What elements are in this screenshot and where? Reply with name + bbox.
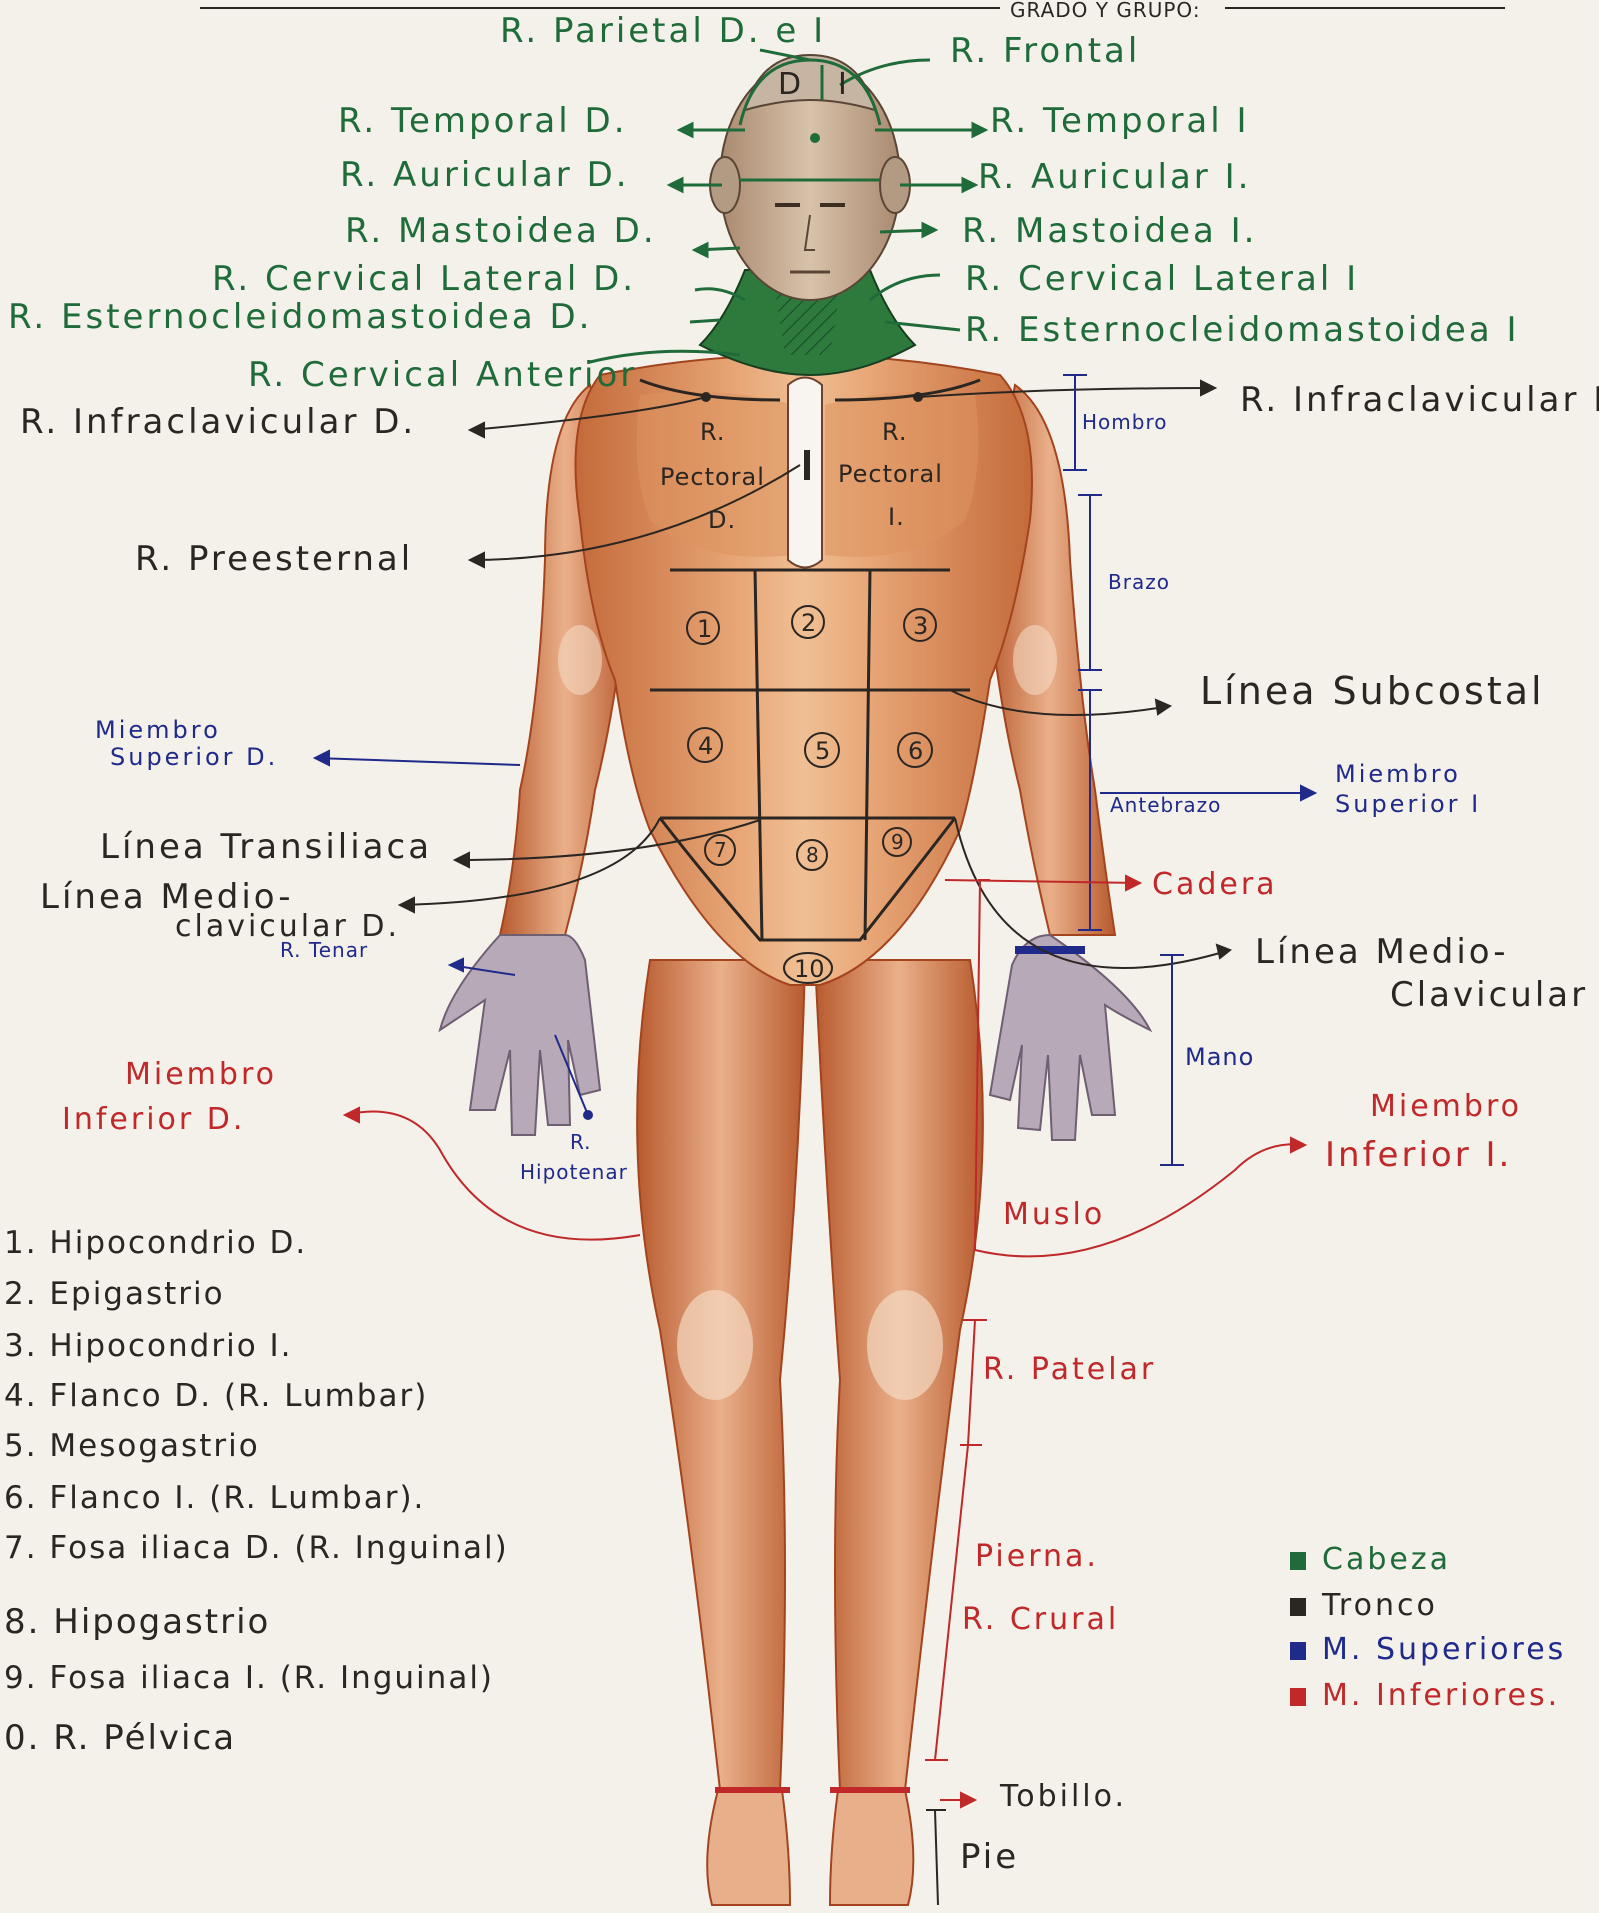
label-medioclavicular-i-1: Línea Medio- [1255, 935, 1508, 969]
legend-label-superiores: M. Superiores [1322, 1635, 1566, 1665]
label-miembro-inferior-d-1: Miembro [125, 1060, 277, 1090]
preesternal-mark [804, 450, 810, 480]
label-mastoidea-i: R. Mastoidea I. [962, 214, 1257, 248]
label-cervical-lateral-i: R. Cervical Lateral I [965, 262, 1359, 296]
left-foot [830, 1790, 913, 1905]
list-item: 2. Epigastrio [4, 1276, 225, 1312]
right-elbow [558, 625, 602, 695]
region-number-7: 7 [714, 840, 727, 860]
region-number-4: 4 [698, 734, 713, 758]
label-pectoral-i-2: Pectoral [838, 462, 943, 486]
label-auricular-d: R. Auricular D. [340, 158, 630, 192]
label-parietal: R. Parietal D. e I [500, 14, 826, 48]
list-item: 3. Hipocondrio I. [4, 1328, 293, 1364]
label-linea-subcostal: Línea Subcostal [1200, 672, 1545, 710]
legend-swatch-superiores [1290, 1642, 1306, 1660]
label-miembro-superior-d-1: Miembro [95, 718, 221, 742]
foot-bracket [926, 1810, 946, 1905]
region-number-5: 5 [815, 739, 830, 763]
label-pectoral-d-1: R. [700, 420, 725, 444]
label-mano: Mano [1185, 1045, 1254, 1069]
label-cervical-anterior: R. Cervical Anterior [248, 358, 637, 392]
label-linea-transiliaca: Línea Transiliaca [100, 830, 432, 864]
region-number-8: 8 [806, 845, 819, 865]
label-pie: Pie [960, 1840, 1019, 1874]
list-item: 7. Fosa iliaca D. (R. Inguinal) [4, 1530, 509, 1566]
label-muslo: Muslo [1003, 1200, 1105, 1230]
label-frontal: R. Frontal [950, 34, 1140, 68]
label-miembro-superior-i-2: Superior I [1335, 792, 1481, 816]
region-number-2: 2 [801, 611, 816, 635]
label-cadera: Cadera [1152, 870, 1278, 900]
region-number-10: 10 [794, 957, 825, 981]
legend-swatch-tronco [1290, 1598, 1306, 1616]
label-temporal-i: R. Temporal I [990, 104, 1250, 138]
region-number-1: 1 [697, 617, 712, 641]
list-item: 8. Hipogastrio [4, 1602, 270, 1642]
label-pierna: Pierna. [975, 1542, 1099, 1572]
label-pectoral-i-1: R. [882, 420, 907, 444]
label-ecm-d: R. Esternocleidomastoidea D. [8, 300, 592, 334]
left-knee [867, 1290, 943, 1400]
list-item: 1. Hipocondrio D. [4, 1225, 307, 1261]
label-antebrazo: Antebrazo [1110, 795, 1221, 815]
label-pectoral-d-3: D. [708, 508, 736, 532]
label-miembro-inferior-i-1: Miembro [1370, 1092, 1522, 1122]
label-temporal-d: R. Temporal D. [338, 104, 628, 138]
list-item: 4. Flanco D. (R. Lumbar) [4, 1378, 428, 1414]
label-pectoral-i-3: I. [888, 505, 905, 529]
frontal-dot [810, 133, 820, 143]
region-number-6: 6 [908, 739, 923, 763]
right-knee [677, 1290, 753, 1400]
legend-label-tronco: Tronco [1322, 1591, 1438, 1621]
legend-swatch-cabeza [1290, 1552, 1306, 1570]
label-patelar: R. Patelar [983, 1355, 1156, 1385]
label-infraclavicular-d: R. Infraclavicular D. [20, 405, 416, 439]
list-item: 9. Fosa iliaca I. (R. Inguinal) [4, 1660, 494, 1696]
list-item: 6. Flanco I. (R. Lumbar). [4, 1480, 425, 1516]
label-head-d: D [778, 70, 801, 100]
left-hand [990, 935, 1150, 1140]
label-ecm-i: R. Esternocleidomastoidea I [965, 313, 1520, 347]
label-infraclavicular-i: R. Infraclavicular I [1240, 383, 1599, 417]
label-auricular-i: R. Auricular I. [978, 160, 1251, 194]
label-tenar: R. Tenar [280, 940, 368, 960]
right-foot [707, 1790, 790, 1905]
label-miembro-inferior-d-2: Inferior D. [62, 1105, 245, 1135]
label-hombro: Hombro [1082, 412, 1167, 432]
label-hipotenar-2: Hipotenar [520, 1162, 628, 1182]
label-cervical-lateral-d: R. Cervical Lateral D. [212, 262, 636, 296]
label-preesternal: R. Preesternal [135, 542, 413, 576]
label-medioclavicular-i-2: Clavicular I. [1390, 978, 1599, 1012]
list-item: 0. R. Pélvica [4, 1718, 236, 1758]
header-field-label: GRADO Y GRUPO: [1010, 0, 1201, 20]
label-mastoidea-d: R. Mastoidea D. [345, 214, 657, 248]
region-number-3: 3 [913, 614, 928, 638]
label-miembro-inferior-i-2: Inferior I. [1325, 1138, 1512, 1172]
label-crural: R. Crural [962, 1605, 1119, 1635]
left-elbow [1013, 625, 1057, 695]
label-miembro-superior-i-1: Miembro [1335, 762, 1461, 786]
label-tobillo: Tobillo. [1000, 1782, 1127, 1812]
label-pectoral-d-2: Pectoral [660, 465, 765, 489]
legend-swatch-inferiores [1290, 1688, 1306, 1706]
legend-label-inferiores: M. Inferiores. [1322, 1681, 1560, 1711]
legend-label-cabeza: Cabeza [1322, 1545, 1451, 1575]
label-brazo: Brazo [1108, 572, 1170, 592]
label-hipotenar-1: R. [570, 1132, 592, 1152]
region-number-9: 9 [891, 832, 904, 852]
label-miembro-superior-d-2: Superior D. [110, 745, 278, 769]
label-head-i: I [838, 70, 847, 100]
list-item: 5. Mesogastrio [4, 1428, 260, 1464]
